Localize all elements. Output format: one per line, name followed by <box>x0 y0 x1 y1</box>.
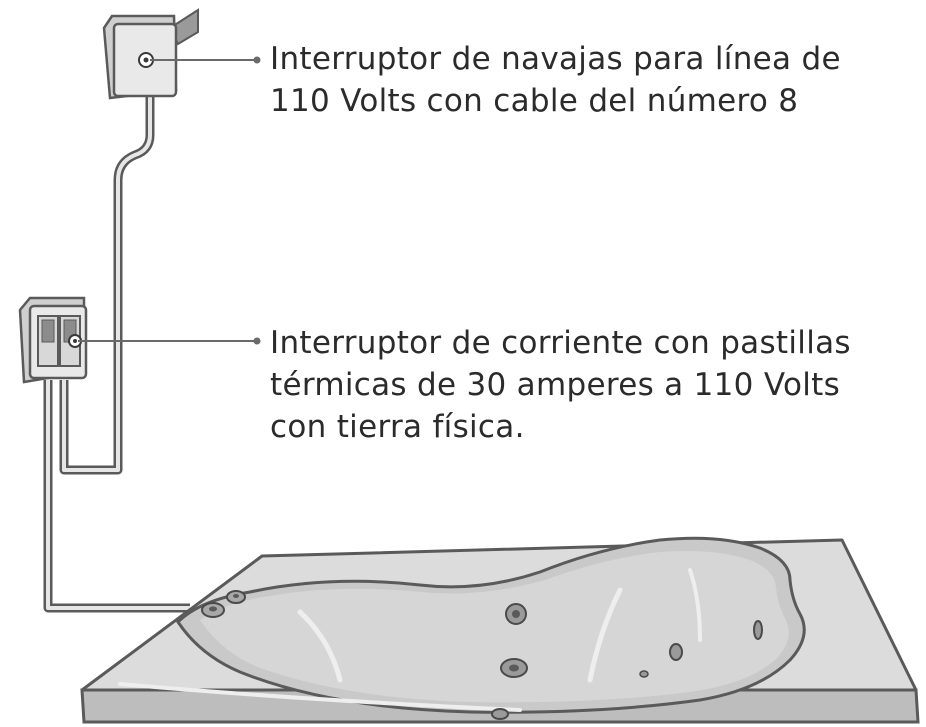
cable-breaker-to-tub <box>43 380 190 613</box>
callout-2-line-2: térmicas de 30 amperes a 110 Volts <box>270 367 841 403</box>
drain-icon <box>491 708 509 720</box>
callout-1-line-1: Interruptor de navajas para línea de <box>270 41 841 77</box>
knife-switch-box <box>102 8 199 100</box>
jet-icon <box>753 620 763 640</box>
callout-breaker-label: Interruptor de corriente con pastillas t… <box>270 322 851 448</box>
breaker-box <box>18 296 88 384</box>
callout-1-line-2: 110 Volts con cable del número 8 <box>270 83 799 119</box>
cable-knife-to-breaker <box>59 95 155 475</box>
jet-icon <box>639 670 649 678</box>
jet-icon <box>500 658 528 678</box>
control-knob-icon <box>201 602 225 618</box>
callout-knife-switch-label: Interruptor de navajas para línea de 110… <box>270 38 841 122</box>
whirlpool-tub <box>80 536 920 724</box>
leader-line-1 <box>150 56 261 64</box>
leader-line-2 <box>78 337 261 345</box>
jet-icon <box>669 643 683 661</box>
callout-2-line-3: con tierra física. <box>270 409 525 445</box>
callout-2-line-1: Interruptor de corriente con pastillas <box>270 325 851 361</box>
control-knob-icon <box>226 590 246 604</box>
jet-icon <box>505 603 527 625</box>
